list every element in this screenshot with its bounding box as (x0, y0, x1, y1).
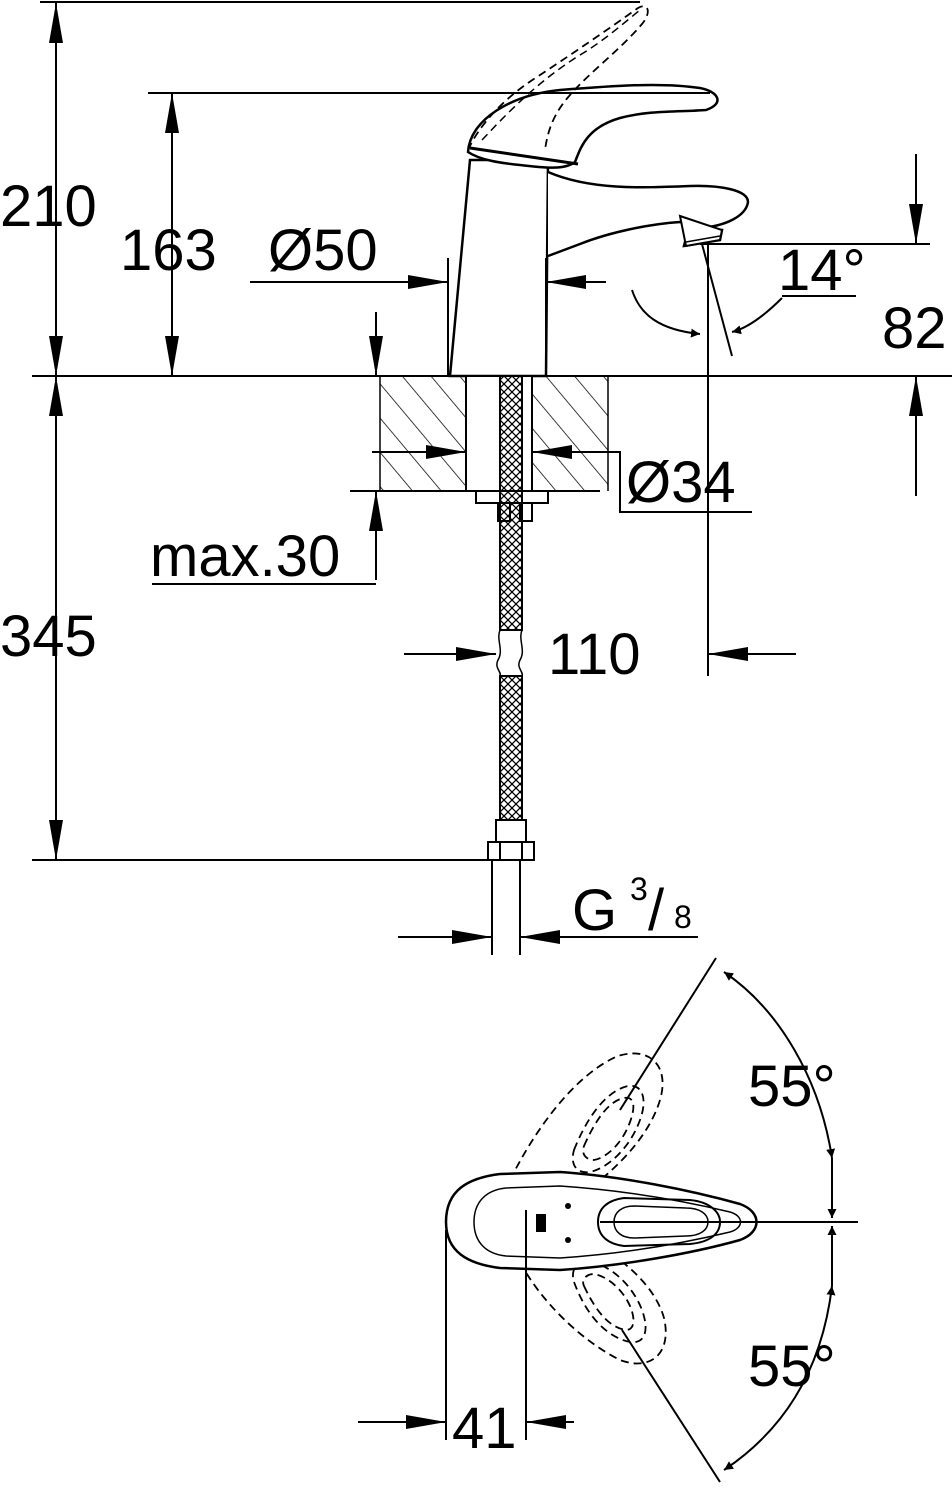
label-55deg-top: 55° (748, 1054, 836, 1119)
label-d50: Ø50 (268, 218, 378, 283)
label-82: 82 (882, 296, 947, 361)
label-163: 163 (120, 218, 217, 283)
label-d34: Ø34 (626, 450, 736, 515)
label-110: 110 (548, 622, 640, 687)
faucet-lever (466, 83, 719, 169)
side-view (32, 1, 952, 955)
label-thread-slash: / (648, 878, 665, 943)
label-345: 345 (0, 604, 97, 669)
label-41: 41 (452, 1396, 517, 1461)
label-thread-g: G (572, 878, 617, 943)
lever-position-left-dashed (508, 1052, 664, 1201)
label-55deg-bottom: 55° (748, 1334, 836, 1399)
label-max30: max.30 (150, 524, 340, 589)
top-view (358, 957, 858, 1483)
hose-connector (495, 819, 527, 843)
label-14deg: 14° (778, 238, 866, 303)
countertop-section (379, 376, 609, 491)
braided-hose-lower (499, 675, 523, 821)
faucet-lever-raised (467, 5, 649, 151)
label-thread-num: 3 (630, 871, 648, 907)
faucet-body (448, 158, 550, 378)
braided-hose-upper (499, 375, 523, 631)
dimension-labels: 210 163 Ø50 14° 82 Ø34 max.30 345 110 G … (0, 174, 947, 1461)
label-210: 210 (0, 174, 97, 239)
label-thread-den: 8 (674, 899, 692, 935)
